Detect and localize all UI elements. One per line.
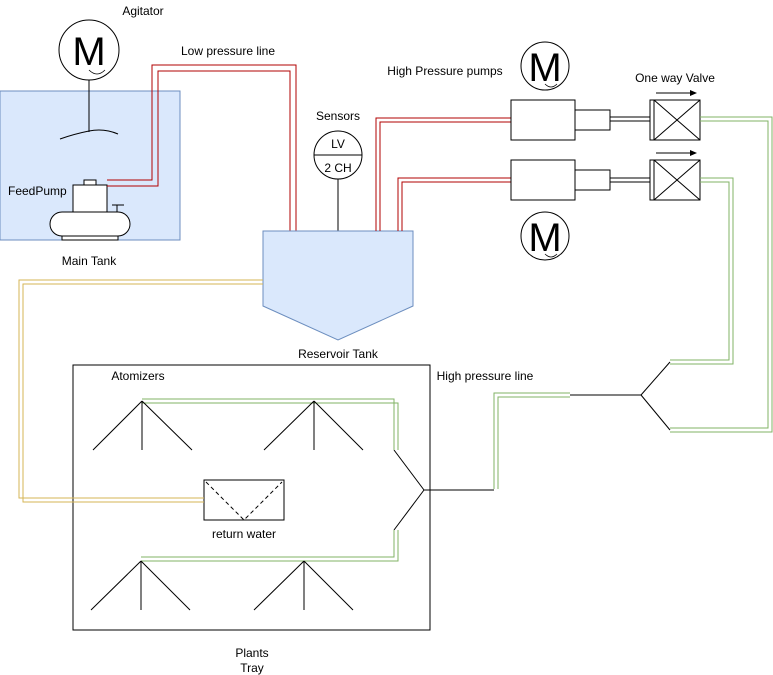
- one-way-valve-label: One way Valve: [635, 71, 715, 85]
- bottom-atomizer-feed-outer: [141, 530, 395, 558]
- atomizers-label: Atomizers: [111, 369, 164, 383]
- valve2-outlet-line-inner: [670, 181, 730, 361]
- return-water-collector-icon: [203, 479, 285, 521]
- sensor-gauge-top-text: LV: [331, 137, 345, 151]
- return-water-line-outer: [18, 279, 263, 499]
- feed-pump-icon: [49, 179, 131, 241]
- feed-pump-label: FeedPump: [8, 184, 67, 198]
- top-atomizer-feed-outer: [142, 398, 395, 450]
- low-pressure-line-inner: [107, 70, 291, 231]
- atomizer-1-icon: [92, 400, 193, 451]
- pump1-discharge-pipe: [610, 116, 652, 122]
- low-pressure-line-label: Low pressure line: [181, 44, 275, 58]
- agitator-motor-symbol: M: [72, 30, 105, 74]
- pump2-discharge-pipe: [610, 177, 652, 183]
- valve2-outlet-line-outer: [670, 177, 734, 365]
- pump1-body-icon: [510, 99, 611, 141]
- one-way-valve-1-icon: [649, 90, 701, 141]
- plants-tray-label-line2: Tray: [240, 661, 264, 675]
- agitator-motor-icon: M: [58, 19, 120, 81]
- pump2-motor-symbol: M: [528, 216, 561, 260]
- high-pressure-merge-junction: [570, 361, 671, 431]
- reservoir-tank: [262, 230, 414, 341]
- high-pressure-line-label: High pressure line: [437, 369, 534, 383]
- pump2-body-icon: [510, 159, 611, 201]
- pump1-motor-symbol: M: [528, 46, 561, 90]
- plants-tray-label-line1: Plants: [235, 646, 268, 660]
- level-sensor-gauge: LV 2 CH: [313, 130, 363, 180]
- return-water-line-inner: [22, 283, 263, 503]
- atomizer-2-icon: [263, 400, 364, 451]
- pump2-suction-line-inner: [401, 181, 511, 231]
- low-pressure-line-outer: [107, 64, 297, 231]
- high-pressure-line-to-tray-outer: [493, 392, 570, 489]
- pump2-suction-line-outer: [397, 177, 511, 231]
- top-atomizer-feed-inner: [142, 402, 399, 450]
- valve1-outlet-line-outer: [670, 116, 773, 433]
- bottom-atomizer-feed-inner: [141, 530, 399, 562]
- pump2-motor-icon: M: [520, 211, 570, 261]
- high-pressure-pumps-label: High Pressure pumps: [387, 64, 502, 78]
- one-way-valve-2-icon: [649, 150, 701, 201]
- atomizer-3-icon: [90, 560, 191, 611]
- pump1-suction-line-outer: [375, 117, 511, 231]
- atomizer-4-icon: [253, 560, 354, 611]
- valve1-outlet-line-inner: [670, 120, 769, 429]
- main-tank-label: Main Tank: [62, 254, 117, 268]
- tray-splitter-junction: [393, 449, 494, 531]
- return-water-label: return water: [212, 527, 276, 541]
- sensors-label: Sensors: [316, 109, 360, 123]
- agitator-label: Agitator: [122, 4, 163, 18]
- sensor-gauge-bottom-text: 2 CH: [324, 161, 351, 175]
- high-pressure-line-to-tray-inner: [497, 396, 570, 489]
- agitator-blade-icon: [59, 129, 119, 140]
- pump1-suction-line-inner: [379, 121, 511, 231]
- pump1-motor-icon: M: [520, 41, 570, 91]
- reservoir-tank-label: Reservoir Tank: [298, 347, 379, 361]
